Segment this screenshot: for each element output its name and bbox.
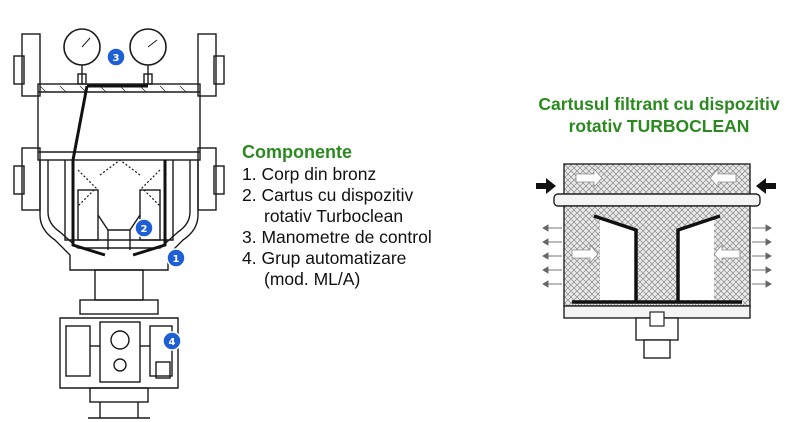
callout-badge-3: 3 xyxy=(106,47,126,67)
cartridge-title: Cartusul filtrant cu dispozitiv rotativ … xyxy=(538,94,780,136)
svg-text:2: 2 xyxy=(141,224,148,235)
svg-text:4: 4 xyxy=(169,337,176,348)
components-list: Componente 1. Corp din bronz 2. Cartus c… xyxy=(242,142,492,290)
svg-text:3: 3 xyxy=(113,53,120,64)
component-item-4-cont: (mod. ML/A) xyxy=(264,269,361,289)
component-item-3: 3. Manometre de control xyxy=(242,227,432,247)
cartridge-drawing xyxy=(536,163,776,359)
component-item-2: 2. Cartus cu dispozitiv xyxy=(242,185,414,205)
component-item-2-cont: rotativ Turboclean xyxy=(264,206,404,226)
component-item-4: 4. Grup automatizare xyxy=(242,248,407,268)
filter-assembly-drawing: 3 2 1 4 xyxy=(13,28,225,419)
components-heading: Componente xyxy=(242,142,352,162)
callout-badge-2: 2 xyxy=(134,218,154,238)
callout-badge-1: 1 xyxy=(166,248,186,268)
component-item-1: 1. Corp din bronz xyxy=(242,164,377,184)
callout-badge-4: 4 xyxy=(162,331,182,351)
svg-text:1: 1 xyxy=(173,254,180,265)
